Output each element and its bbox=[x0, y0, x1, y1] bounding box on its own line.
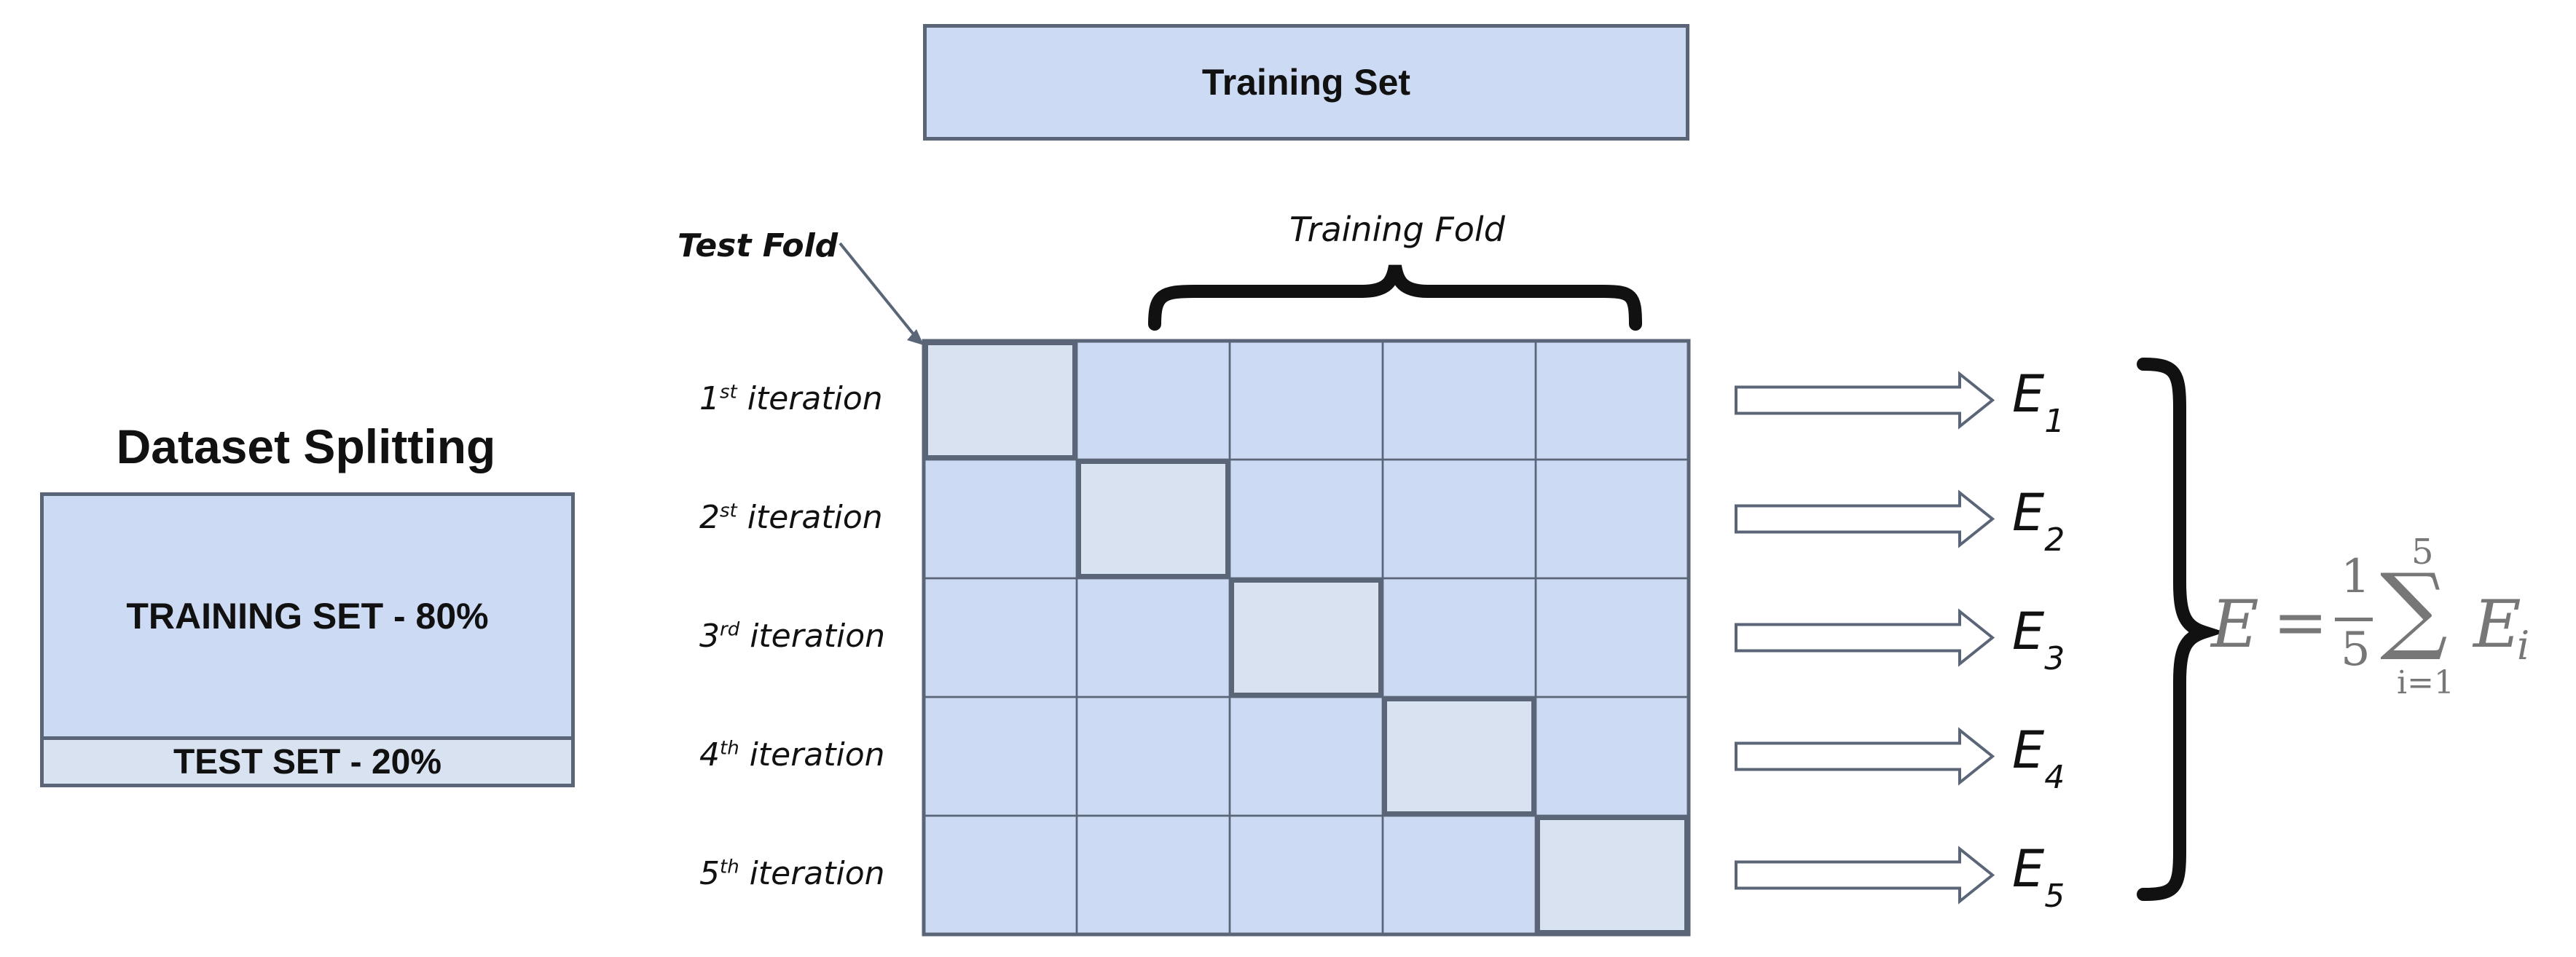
formula-frac-num: 1 bbox=[2341, 550, 2371, 604]
test-fold-label: Test Fold bbox=[678, 227, 839, 264]
iteration-label: 5th iteration bbox=[699, 855, 885, 892]
training-set-box: Training Set bbox=[923, 24, 1689, 141]
iteration-number: 4 bbox=[699, 736, 720, 773]
test-fold-pointer bbox=[839, 242, 922, 344]
formula-term: E bbox=[2473, 586, 2521, 663]
formula-equals: = bbox=[2273, 584, 2328, 661]
iteration-label: 4th iteration bbox=[699, 736, 885, 773]
dataset-splitting-title: Dataset Splitting bbox=[116, 420, 496, 473]
error-arrow bbox=[1735, 608, 1995, 667]
training-fold-brace bbox=[1148, 264, 1642, 331]
error-letter: E bbox=[2012, 720, 2045, 780]
test-fold-pointer-head bbox=[907, 329, 924, 345]
iteration-word: iteration bbox=[737, 379, 883, 417]
test-fold-cell bbox=[1536, 816, 1689, 934]
formula-frac-bar bbox=[2335, 618, 2373, 621]
dataset-test-set-label: TEST SET - 20% bbox=[173, 742, 442, 781]
iteration-ordinal: th bbox=[720, 855, 739, 878]
iteration-word: iteration bbox=[737, 498, 883, 536]
folds-grid bbox=[922, 339, 1691, 937]
error-arrows bbox=[1735, 371, 1995, 905]
iteration-label: 2st iteration bbox=[699, 499, 883, 536]
error-arrow bbox=[1735, 371, 1995, 430]
iteration-label: 1st iteration bbox=[699, 380, 883, 417]
iteration-word: iteration bbox=[739, 617, 886, 655]
aggregate-brace bbox=[2137, 358, 2226, 901]
iteration-word: iteration bbox=[739, 854, 885, 892]
iteration-label: 3rd iteration bbox=[699, 618, 885, 655]
formula-term-sub: i bbox=[2517, 623, 2530, 669]
error-arrow bbox=[1735, 846, 1995, 905]
error-subscript: 2 bbox=[2044, 521, 2065, 559]
formula-sum-upper: 5 bbox=[2411, 532, 2434, 572]
formula-lhs: E bbox=[2211, 586, 2259, 663]
formula-frac-den: 5 bbox=[2341, 623, 2371, 677]
error-arrow bbox=[1735, 727, 1995, 786]
iteration-number: 3 bbox=[699, 617, 720, 655]
iteration-ordinal: rd bbox=[720, 618, 740, 640]
training-set-label: Training Set bbox=[1201, 62, 1411, 103]
test-fold-cell bbox=[1383, 697, 1536, 816]
iteration-ordinal: th bbox=[720, 736, 739, 759]
error-letter: E bbox=[2012, 601, 2045, 661]
error-letter: E bbox=[2012, 482, 2045, 543]
dataset-training-set-label: TRAINING SET - 80% bbox=[126, 596, 489, 637]
formula-sum-lower: i=1 bbox=[2397, 664, 2454, 701]
error-label: E5 bbox=[2012, 838, 2065, 915]
dataset-test-set-box: TEST SET - 20% bbox=[40, 736, 575, 787]
error-label: E2 bbox=[2012, 482, 2065, 559]
iteration-ordinal: st bbox=[720, 499, 737, 521]
iteration-number: 2 bbox=[699, 498, 720, 536]
iteration-word: iteration bbox=[739, 736, 885, 773]
error-letter: E bbox=[2012, 363, 2045, 424]
iteration-number: 1 bbox=[699, 379, 720, 417]
error-subscript: 1 bbox=[2044, 402, 2065, 440]
error-label: E3 bbox=[2012, 601, 2065, 677]
error-letter: E bbox=[2012, 838, 2045, 899]
error-subscript: 5 bbox=[2044, 877, 2065, 915]
error-subscript: 4 bbox=[2044, 758, 2065, 796]
formula-sigma: ∑ bbox=[2380, 553, 2448, 663]
test-fold-cell bbox=[924, 341, 1077, 460]
dataset-training-set-box: TRAINING SET - 80% bbox=[40, 492, 575, 740]
average-error-formula: E = 1 5 5 ∑ i=1 E i bbox=[2211, 532, 2561, 736]
error-arrow bbox=[1735, 489, 1995, 548]
error-label: E1 bbox=[2012, 363, 2065, 440]
iteration-ordinal: st bbox=[720, 380, 737, 403]
training-fold-label: Training Fold bbox=[1289, 210, 1505, 249]
iteration-number: 5 bbox=[699, 854, 720, 892]
error-label: E4 bbox=[2012, 720, 2065, 796]
test-fold-cell bbox=[1077, 460, 1230, 578]
error-subscript: 3 bbox=[2044, 639, 2065, 677]
test-fold-cell bbox=[1230, 578, 1383, 697]
